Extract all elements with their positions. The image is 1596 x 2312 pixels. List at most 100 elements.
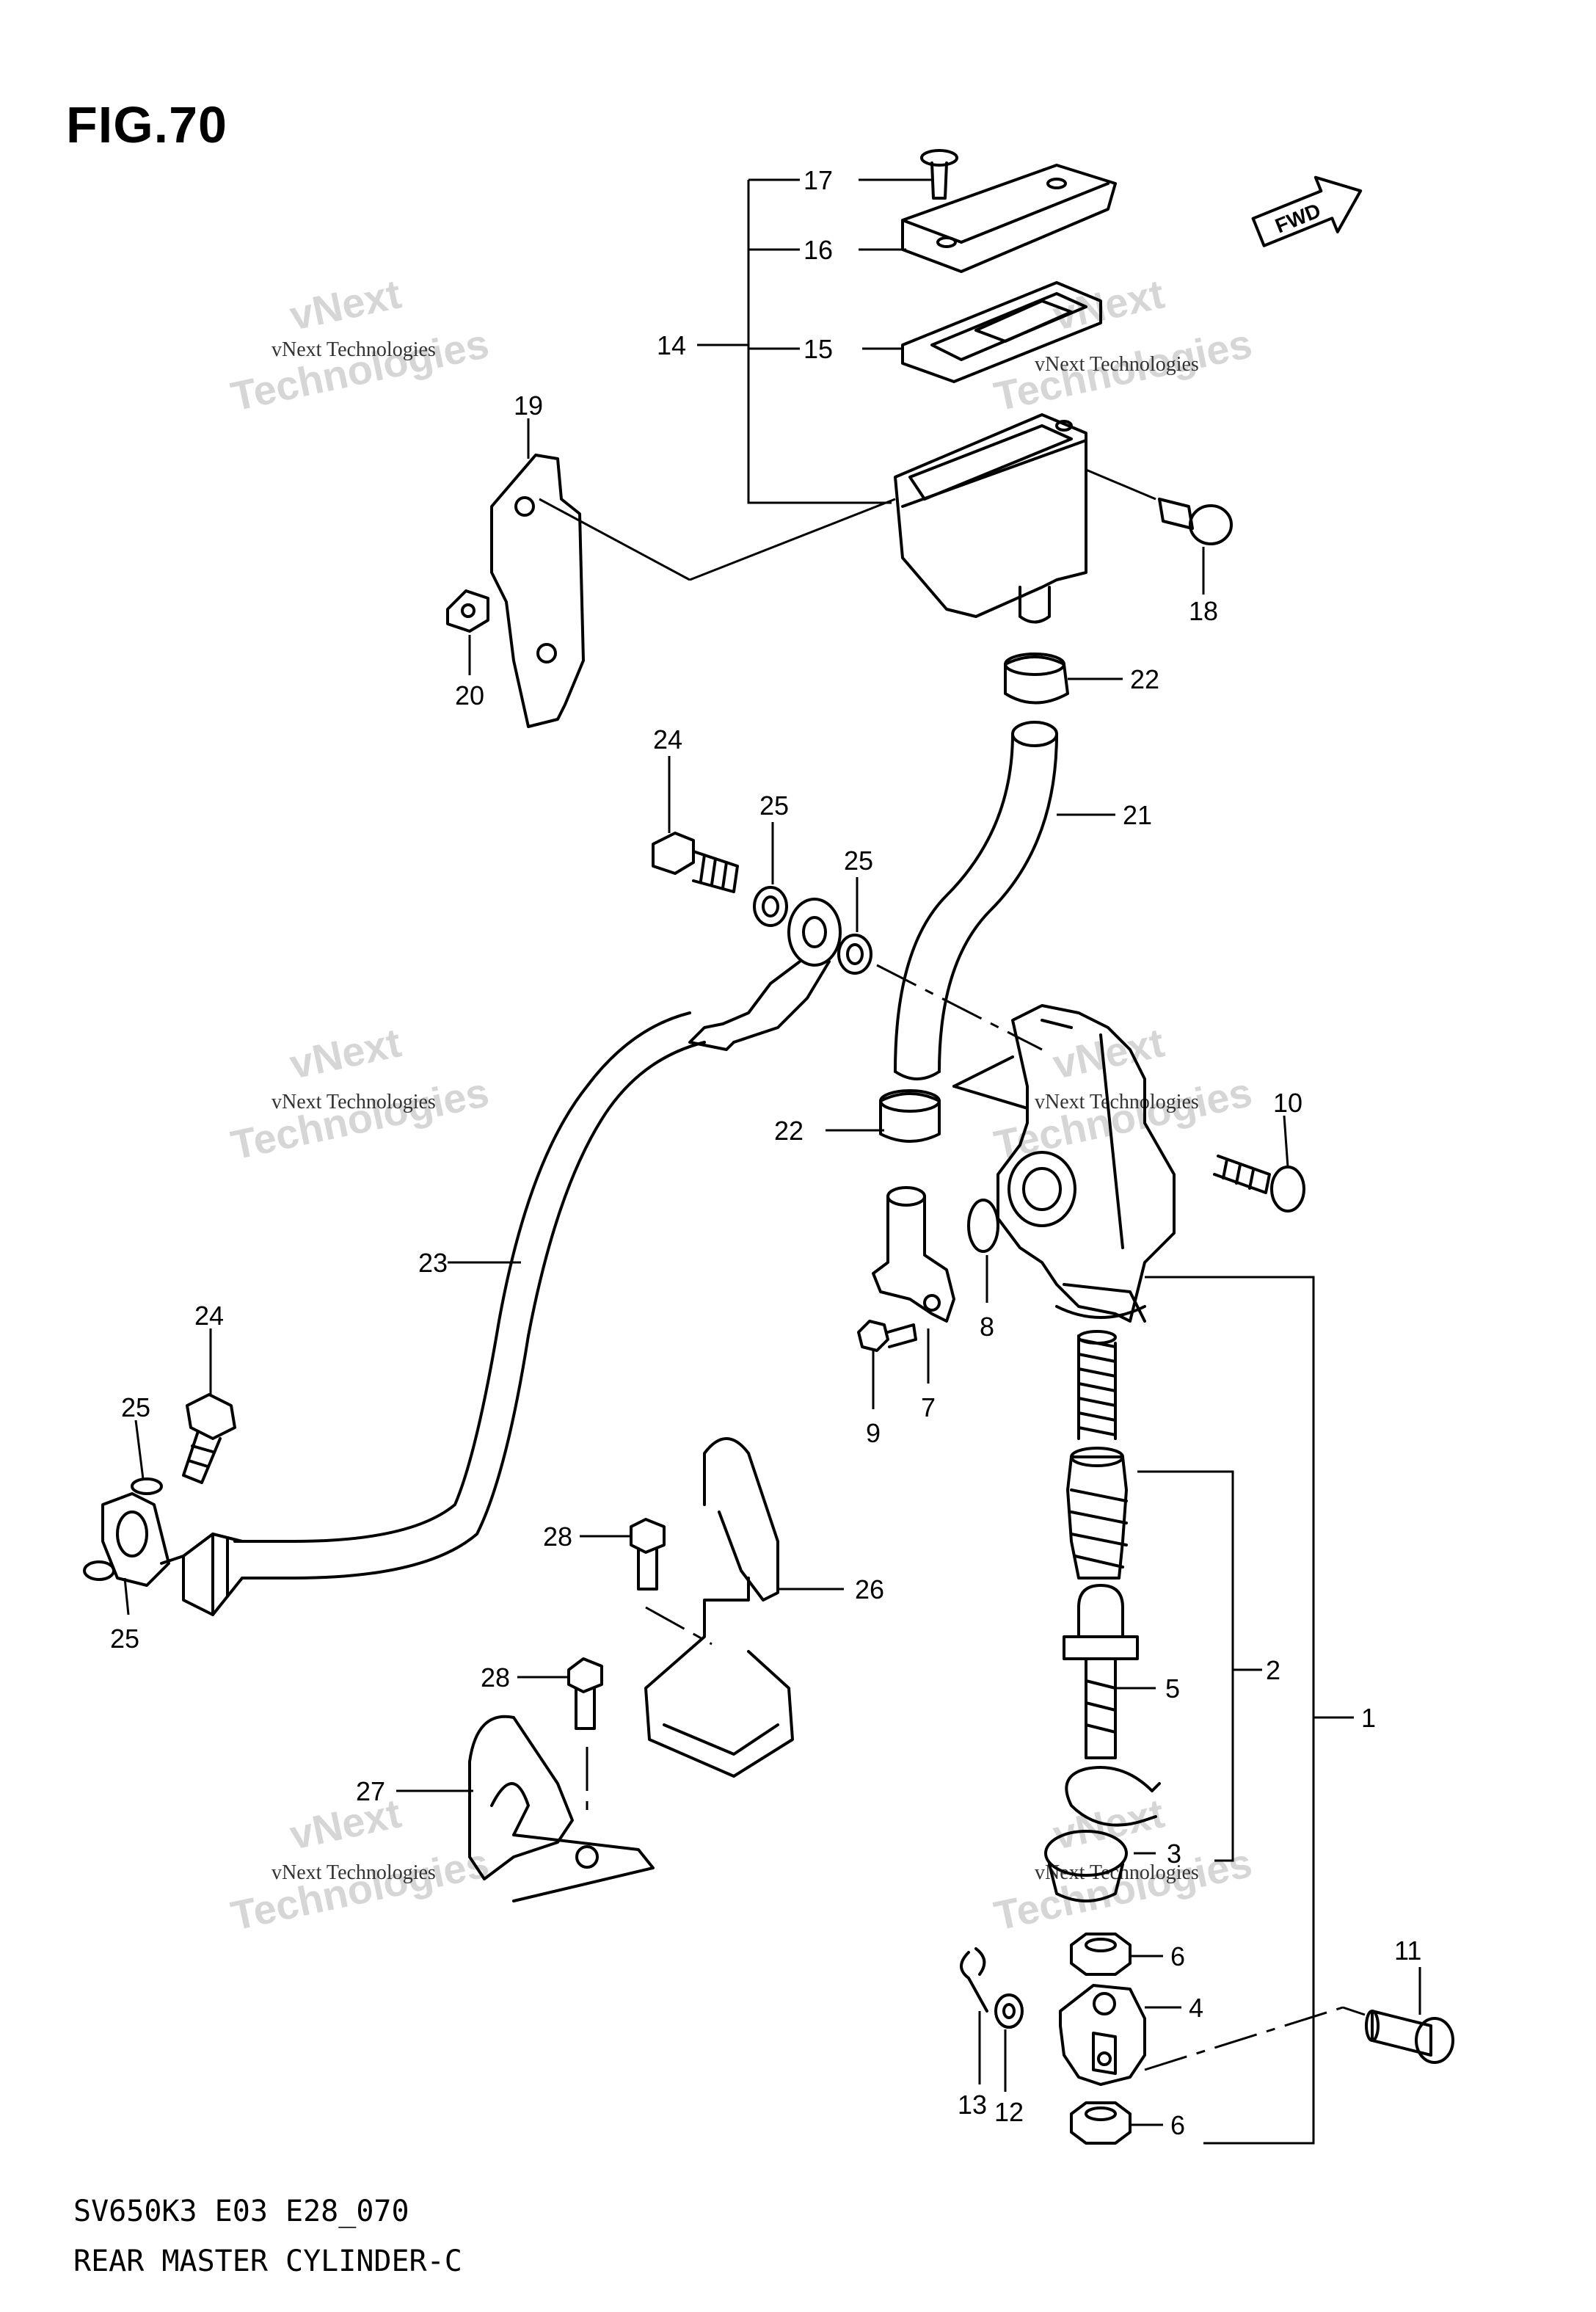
callout-1: 1	[1361, 1703, 1376, 1733]
part-10-bolt	[1213, 1115, 1305, 1213]
part-25-washer-top-2	[837, 877, 872, 975]
callout-11: 11	[1394, 1935, 1421, 1966]
diagram-code: SV650K3 E03 E28_070	[73, 2195, 409, 2228]
callout-16: 16	[804, 235, 833, 265]
part-3-boot	[1044, 1830, 1156, 1902]
part-20-nut	[446, 589, 489, 675]
callout-27: 27	[356, 1776, 385, 1806]
diagram-subtitle: REAR MASTER CYLINDER-C	[73, 2244, 462, 2278]
watermark-text: vNext Technologies	[1035, 1091, 1199, 1113]
callout-12: 12	[994, 2097, 1024, 2127]
part-28-bolt-lower	[517, 1657, 603, 1730]
part-piston	[1066, 1447, 1128, 1579]
watermark-text: vNext	[285, 1019, 404, 1087]
callout-25-top-2: 25	[844, 846, 873, 876]
watermark-text: vNext Technologies	[1035, 1861, 1199, 1884]
part-19-bracket	[490, 418, 585, 728]
part-22-clamp-top	[1004, 652, 1123, 705]
part-8-o-ring	[967, 1199, 999, 1303]
fwd-arrow-icon: FWD	[1251, 175, 1363, 247]
watermark-top-left: vNext Technologies vNext Technologies	[227, 270, 492, 419]
callout-13: 13	[958, 2090, 987, 2120]
callout-3: 3	[1167, 1839, 1181, 1869]
watermark-text: vNext	[1049, 270, 1167, 338]
callout-28-upper: 28	[543, 1522, 572, 1552]
part-13-cotter-pin	[960, 1947, 988, 2084]
callout-19: 19	[514, 390, 543, 421]
callout-22-top: 22	[1130, 664, 1159, 694]
callout-26: 26	[855, 1574, 884, 1604]
callout-2: 2	[1266, 1655, 1280, 1685]
callout-23: 23	[418, 1248, 448, 1278]
callout-20: 20	[455, 680, 484, 710]
callout-28-lower: 28	[481, 1662, 510, 1693]
watermark-text: Technologies	[990, 1839, 1256, 1939]
part-5-push-rod	[1063, 1584, 1156, 1759]
watermark-text: vNext	[285, 1789, 404, 1858]
part-banjo-fitting-top	[721, 898, 842, 1044]
callout-8: 8	[980, 1312, 994, 1342]
callout-5: 5	[1165, 1673, 1180, 1704]
bracket-14	[747, 180, 892, 504]
part-banjo-fitting-bottom	[101, 1492, 170, 1587]
bracket-2	[1137, 1470, 1234, 1862]
part-circlip	[1065, 1766, 1161, 1827]
watermark-text: vNext Technologies	[272, 1861, 436, 1884]
part-23-brake-hose	[233, 1011, 735, 1579]
callout-7: 7	[921, 1392, 936, 1422]
part-14-reservoir	[894, 413, 1087, 624]
watermark-text: vNext Technologies	[1035, 353, 1199, 376]
part-26-clamp	[644, 1437, 844, 1778]
callout-9: 9	[866, 1418, 881, 1448]
part-28-bolt-upper	[580, 1518, 666, 1591]
callout-14: 14	[657, 330, 686, 360]
watermark-mid-left: vNext Technologies vNext Technologies	[227, 1019, 492, 1168]
callout-6-lower: 6	[1170, 2110, 1185, 2140]
callout-6-upper: 6	[1170, 1941, 1185, 1971]
watermark-text: vNext Technologies	[272, 1091, 436, 1113]
watermark-text: Technologies	[227, 1839, 492, 1939]
part-16-cap	[859, 164, 1117, 273]
part-6-nut-upper	[1070, 1933, 1163, 1976]
part-27-clamp	[396, 1715, 655, 1902]
watermark-text: Technologies	[227, 1069, 492, 1168]
watermark-text: Technologies	[227, 320, 492, 420]
part-25-washer-left-1	[131, 1419, 163, 1495]
part-1-master-cylinder-body	[952, 1004, 1176, 1323]
part-15-plate	[862, 281, 1102, 383]
callout-25-left-1: 25	[121, 1392, 150, 1422]
part-25-washer-top-1	[753, 822, 788, 927]
callout-25-top-1: 25	[759, 790, 789, 821]
part-24-bolt-bottom	[182, 1328, 236, 1484]
part-21-hose	[894, 721, 1115, 1080]
bracket-1	[1145, 1276, 1315, 2145]
part-18-bolt	[1158, 498, 1233, 595]
part-9-bolt	[857, 1320, 917, 1409]
part-4-clevis	[1059, 1984, 1181, 2086]
figure-title: FIG.70	[66, 96, 227, 153]
callouts: 17 16 15 14 19 18 20 22 24 25 21 25 22 1…	[110, 165, 1421, 2140]
watermark-text: vNext Technologies	[272, 338, 436, 361]
callout-15: 15	[804, 334, 833, 364]
callout-24-top: 24	[653, 724, 682, 755]
part-hose-end-bottom	[160, 1533, 244, 1616]
watermark-bottom-left: vNext Technologies vNext Technologies	[227, 1789, 492, 1938]
part-11-pin	[1365, 1967, 1454, 2064]
part-6-nut-lower	[1070, 2101, 1163, 2145]
part-17-screw	[859, 149, 958, 200]
callout-17: 17	[804, 165, 833, 195]
part-7-fitting	[872, 1186, 955, 1384]
callout-25-left-2: 25	[110, 1624, 139, 1654]
part-12-washer	[994, 1993, 1024, 2092]
callout-24-bottom: 24	[194, 1301, 224, 1331]
callout-21: 21	[1123, 800, 1152, 830]
callout-10: 10	[1273, 1088, 1302, 1118]
part-spring	[1077, 1330, 1117, 1440]
part-22-clamp-bottom	[826, 1089, 941, 1143]
callout-22-bottom: 22	[774, 1116, 804, 1146]
callout-4: 4	[1189, 1993, 1203, 2023]
part-24-bolt-top	[652, 756, 739, 893]
watermark-text: vNext	[285, 270, 404, 338]
